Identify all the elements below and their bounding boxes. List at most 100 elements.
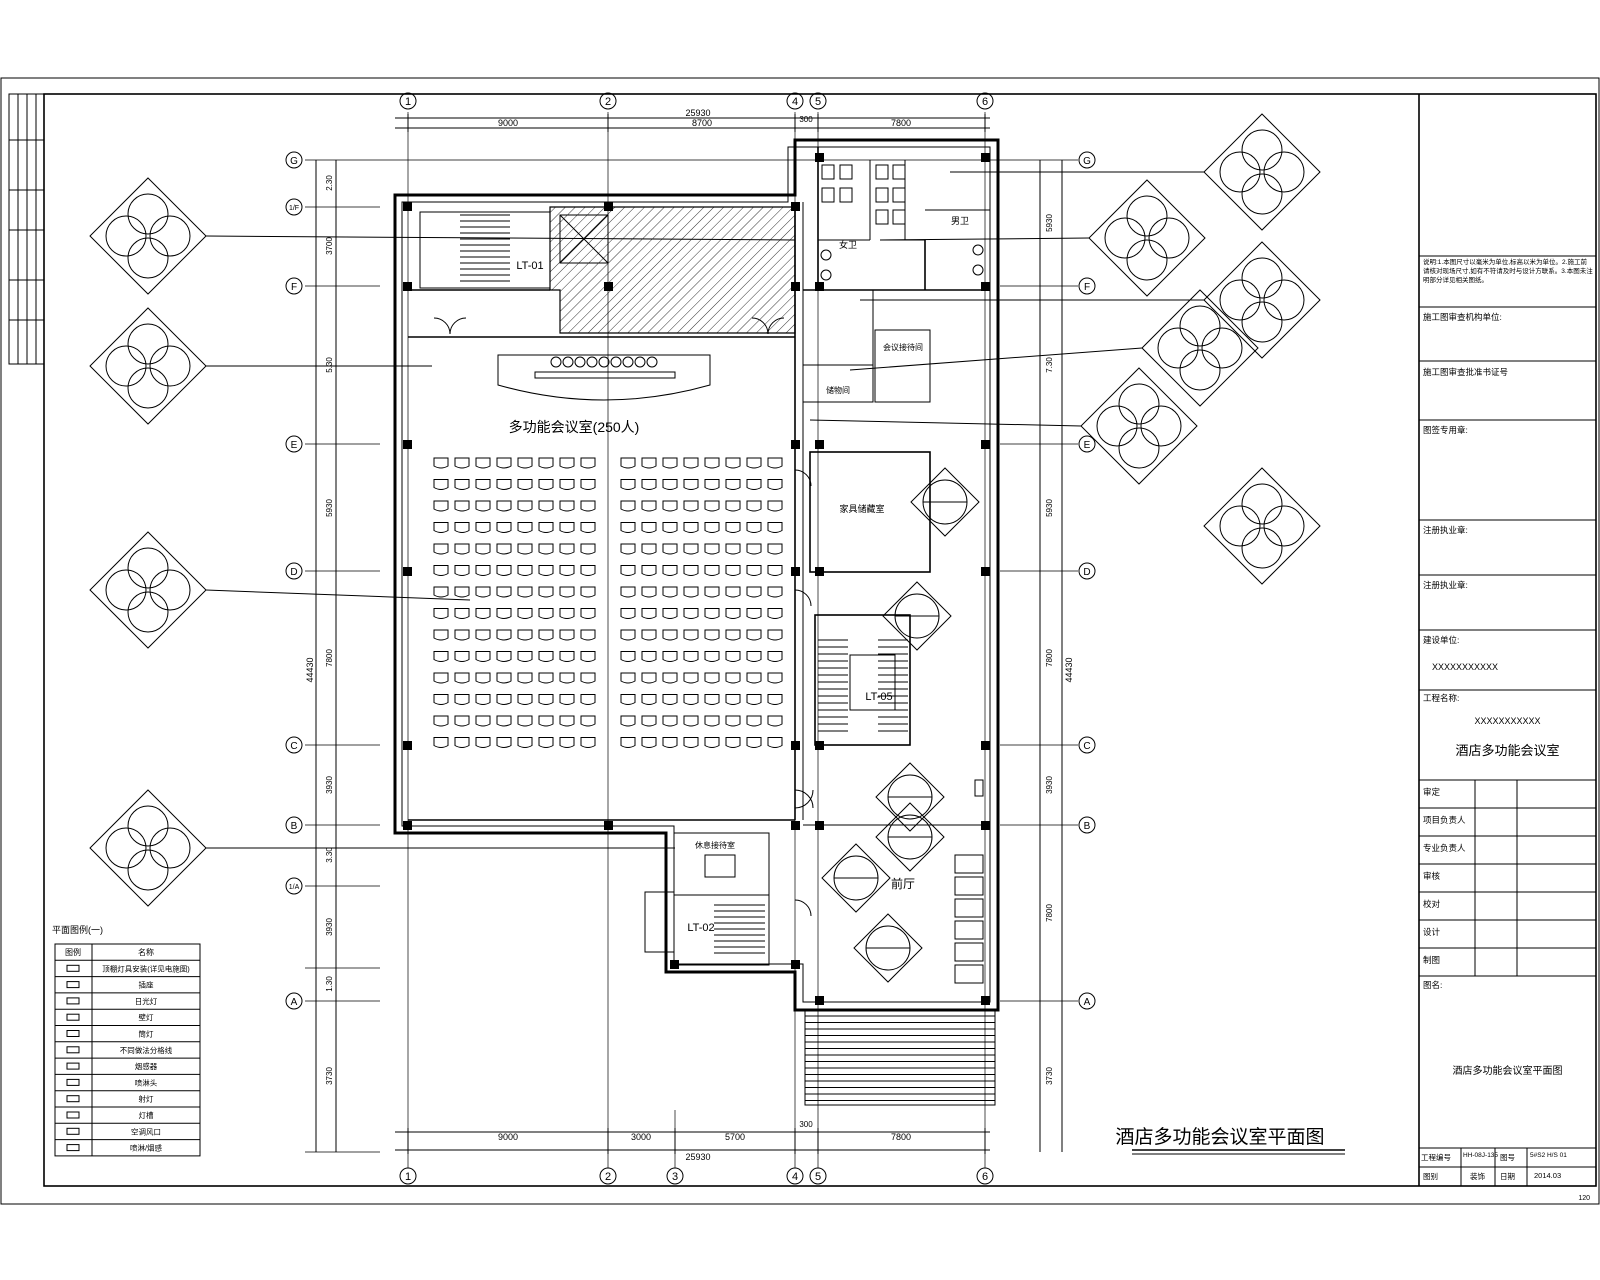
elevation-index-marker [1203, 467, 1321, 585]
seat [433, 522, 449, 533]
seat [662, 586, 678, 598]
seat [538, 565, 554, 576]
seat [517, 586, 533, 598]
seat [580, 565, 596, 576]
legend-item: 烟感器 [135, 1061, 158, 1071]
elevation-index-marker [821, 843, 891, 913]
legend-item: 壁灯 [139, 1012, 154, 1022]
seat [704, 694, 720, 705]
room-label-rest: 休息接待室 [695, 840, 735, 850]
grid-label: 6 [982, 96, 988, 108]
marker-circle [1126, 239, 1168, 281]
seat [641, 737, 657, 748]
seat [767, 586, 783, 598]
legend-item: 插座 [139, 980, 154, 990]
marker-circle [105, 569, 147, 611]
seat [538, 608, 554, 619]
seat [767, 737, 783, 748]
seat [704, 565, 720, 576]
elevation-index-marker [89, 177, 207, 295]
seat [538, 479, 554, 490]
elevation-index-marker [89, 307, 207, 425]
client-name: XXXXXXXXXXX [1432, 662, 1499, 672]
seat [496, 565, 512, 576]
marker-circle [105, 345, 147, 387]
seat [580, 715, 596, 727]
role-draft: 制图 [1423, 955, 1441, 965]
stage-chair [610, 356, 622, 368]
project-label: 工程名称: [1423, 693, 1460, 703]
grid-label: F [291, 282, 297, 293]
seat [641, 608, 657, 619]
marker-diamond [89, 307, 207, 425]
seat [496, 672, 512, 684]
seat [496, 629, 512, 641]
seat [538, 500, 554, 512]
marker-circle [1096, 405, 1138, 447]
seat [475, 672, 491, 684]
client-label: 建设单位: [1423, 635, 1460, 645]
room-label-vip: 会议接待间 [883, 342, 923, 352]
seat [475, 522, 491, 533]
grid-bubbles-left: G 1/F F E D C B 1/A A [285, 151, 303, 1010]
seat [704, 715, 720, 727]
grid-label: 1/F [289, 205, 299, 212]
seat [580, 672, 596, 684]
seat [433, 543, 449, 555]
seat [725, 565, 741, 576]
grid-label: 5 [815, 96, 821, 108]
marker-diamond [1203, 467, 1321, 585]
legend-symbol-icon [66, 1046, 80, 1054]
seat [580, 457, 596, 469]
stage-table [534, 371, 676, 379]
seat [662, 608, 678, 619]
legend-symbol-icon [66, 1062, 80, 1070]
marker-diamond [1088, 179, 1206, 297]
seat [683, 522, 699, 533]
seat [580, 500, 596, 512]
seat [746, 565, 762, 576]
marker-circle [127, 193, 169, 235]
seat [620, 608, 636, 619]
dim-text: 7800 [1045, 904, 1054, 922]
seat [454, 586, 470, 598]
seat [475, 651, 491, 662]
room-label-storage: 储物间 [826, 385, 850, 395]
seat [746, 651, 762, 662]
seat [641, 586, 657, 598]
seat [517, 737, 533, 748]
seat [559, 586, 575, 598]
seat [683, 479, 699, 490]
seat [496, 651, 512, 662]
legend-item: 射灯 [139, 1094, 154, 1104]
stage-chair [634, 356, 646, 368]
seat [746, 586, 762, 598]
legend-symbol-icon [66, 1078, 80, 1086]
dim-text: 25930 [685, 108, 710, 118]
seat [704, 629, 720, 641]
index-leader-line [849, 347, 1143, 371]
grid-label: C [290, 741, 297, 752]
seat [620, 629, 636, 641]
seat [580, 586, 596, 598]
marker-circle [127, 591, 169, 633]
fig-no-label: 图号 [1500, 1153, 1515, 1162]
elevation-index-marker [1203, 113, 1321, 231]
elevation-index-markers [89, 113, 1321, 983]
seat [454, 672, 470, 684]
marker-circle [127, 547, 169, 589]
dim-text: 3.30 [325, 847, 334, 863]
seat [517, 629, 533, 641]
seat [704, 608, 720, 619]
project-name: 酒店多功能会议室 [1455, 743, 1560, 758]
elevation-index-marker [910, 467, 980, 537]
seat [725, 479, 741, 490]
dim-text: 44430 [1064, 657, 1074, 682]
doors [433, 317, 814, 917]
seat [433, 651, 449, 662]
seat [767, 715, 783, 727]
legend-item: 空调风口 [131, 1126, 161, 1136]
grid-label: 4 [792, 96, 798, 108]
seat [746, 479, 762, 490]
stage-chair [646, 356, 658, 368]
